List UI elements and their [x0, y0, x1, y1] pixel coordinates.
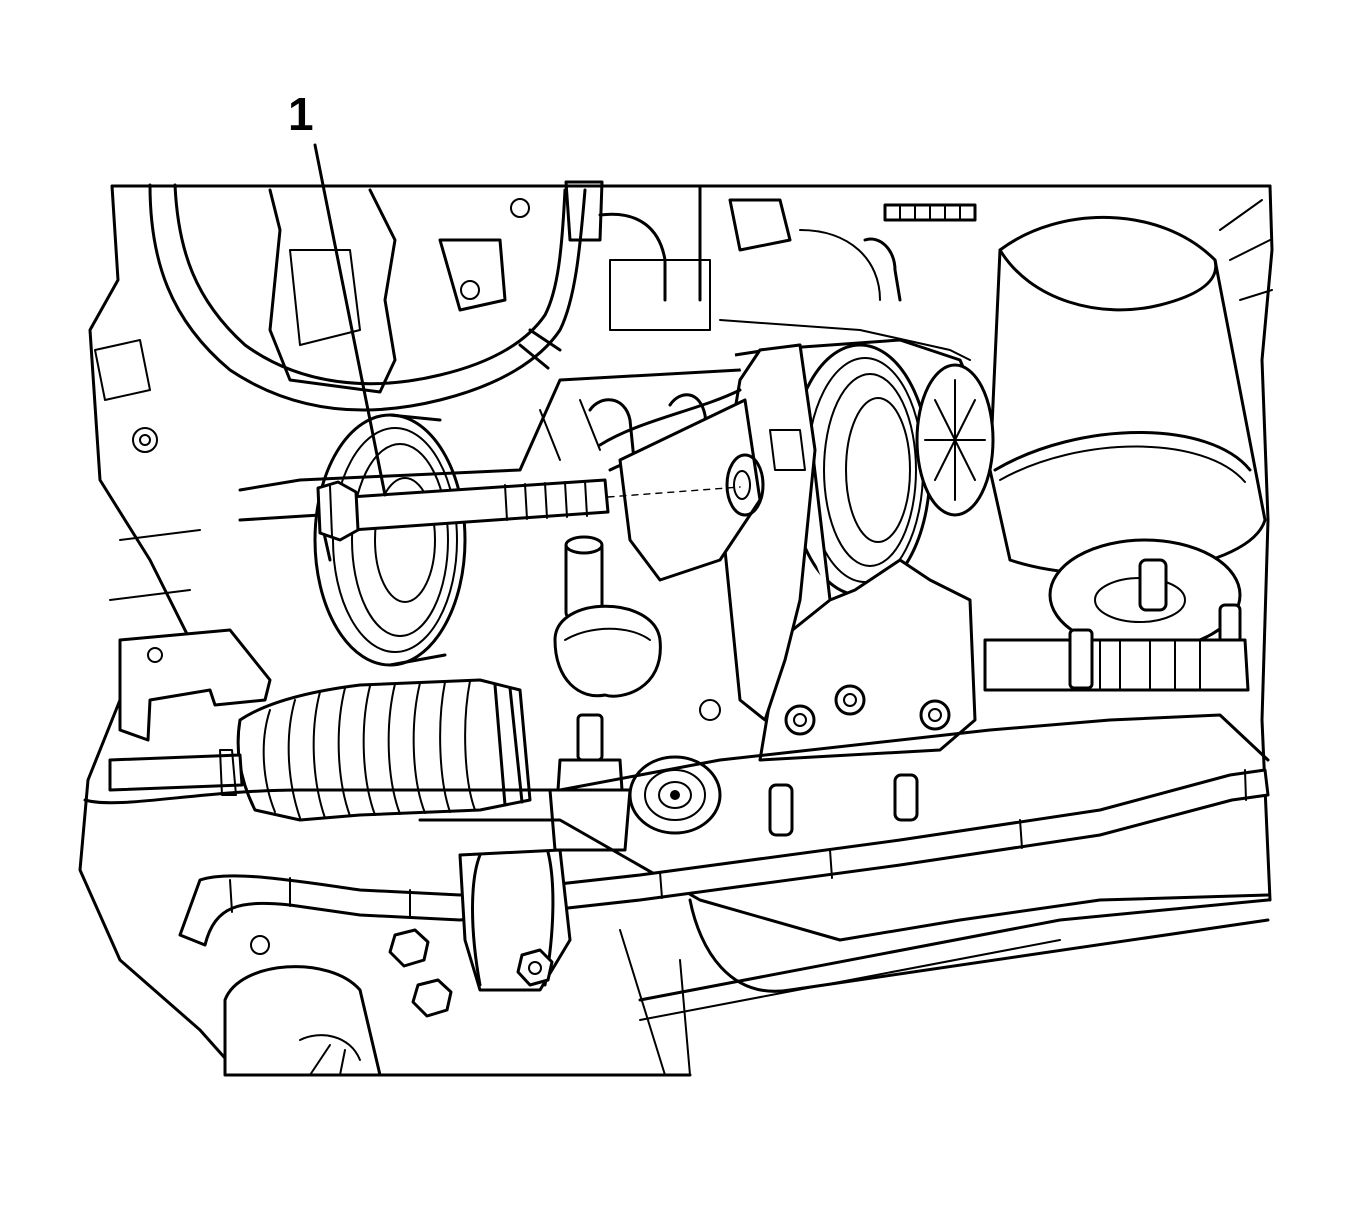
callout-1: 1	[288, 88, 387, 497]
steering-rack-boot	[108, 628, 532, 822]
engine-mount-through-bolt	[316, 478, 741, 542]
steering-rack-right	[983, 628, 1250, 692]
engine-mount-bracket	[598, 343, 995, 837]
callout-1-label: 1	[288, 88, 314, 140]
filter-canister	[988, 199, 1273, 576]
engine-top-background	[78, 180, 1274, 1077]
tie-rod-end	[548, 535, 722, 852]
strut-mount-right	[1048, 538, 1242, 652]
crankshaft-pulley	[313, 413, 467, 667]
callout-1-leader-line	[313, 143, 387, 497]
subframe-and-stabilizer-bar	[83, 713, 1270, 1077]
